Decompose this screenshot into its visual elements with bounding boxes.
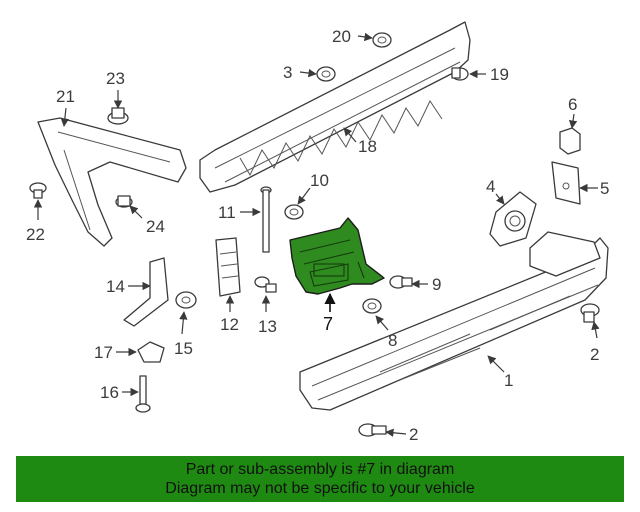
part-4-plate xyxy=(489,191,537,247)
callout-21: 21 xyxy=(56,87,75,106)
callout-5: 5 xyxy=(600,179,609,198)
part-9-bolt xyxy=(389,275,413,289)
callout-labels: 1 2 2 3 4 5 6 7 8 9 10 11 12 13 14 15 16… xyxy=(26,27,609,444)
parts-diagram: 1 2 2 3 4 5 6 7 8 9 10 11 12 13 14 15 16… xyxy=(26,21,609,444)
part-20-nut xyxy=(372,32,392,48)
callout-20: 20 xyxy=(332,27,351,46)
part-7-highlighted-bracket xyxy=(289,217,385,295)
part-23-grommet xyxy=(107,107,129,125)
callout-15: 15 xyxy=(174,339,193,358)
part-2-bolt-right xyxy=(580,303,600,323)
callout-12: 12 xyxy=(220,315,239,334)
part-2-bolt-lower xyxy=(358,423,387,437)
callout-13: 13 xyxy=(258,317,277,336)
callout-8: 8 xyxy=(388,331,397,350)
callout-6: 6 xyxy=(568,95,577,114)
callout-11: 11 xyxy=(218,203,236,222)
part-11-rod xyxy=(260,186,272,253)
callout-10: 10 xyxy=(310,171,329,190)
callout-19: 19 xyxy=(490,65,509,84)
part-13-bolt xyxy=(254,276,277,293)
callout-17: 17 xyxy=(94,343,113,362)
part-15-nut xyxy=(175,291,197,309)
part-18-absorber xyxy=(199,21,471,193)
part-17-clip xyxy=(137,341,165,363)
part-19-bolt xyxy=(451,67,469,81)
part-24-bolt xyxy=(115,195,133,208)
banner-line-1: Part or sub-assembly is #7 in diagram xyxy=(185,461,455,478)
part-10-nut xyxy=(284,204,304,220)
callout-4: 4 xyxy=(486,177,495,196)
part-6-clip xyxy=(559,127,581,155)
part-14-bracket xyxy=(123,257,169,327)
callout-3: 3 xyxy=(283,63,292,82)
part-5-plate xyxy=(551,161,581,205)
part-8-nut xyxy=(362,298,382,314)
callout-18: 18 xyxy=(358,137,377,156)
banner-line-2: Diagram may not be specific to your vehi… xyxy=(165,480,475,497)
info-banner: Part or sub-assembly is #7 in diagram Di… xyxy=(16,456,624,502)
callout-2-lower: 2 xyxy=(409,425,418,444)
part-22-bolt xyxy=(29,182,47,199)
part-21-side-bracket xyxy=(37,117,187,247)
part-12-bracket xyxy=(215,237,241,297)
callout-24: 24 xyxy=(146,217,165,236)
leader-lines xyxy=(33,32,600,437)
part-3-nut xyxy=(316,66,336,82)
callout-9: 9 xyxy=(432,275,441,294)
part-16-bolt xyxy=(135,375,151,413)
part-1-beam xyxy=(299,231,609,411)
callout-16: 16 xyxy=(100,383,119,402)
callout-22: 22 xyxy=(26,225,45,244)
callout-23: 23 xyxy=(106,69,125,88)
callout-1: 1 xyxy=(504,371,513,390)
callout-7: 7 xyxy=(323,314,333,334)
callout-14: 14 xyxy=(106,277,125,296)
callout-2-right: 2 xyxy=(590,345,599,364)
